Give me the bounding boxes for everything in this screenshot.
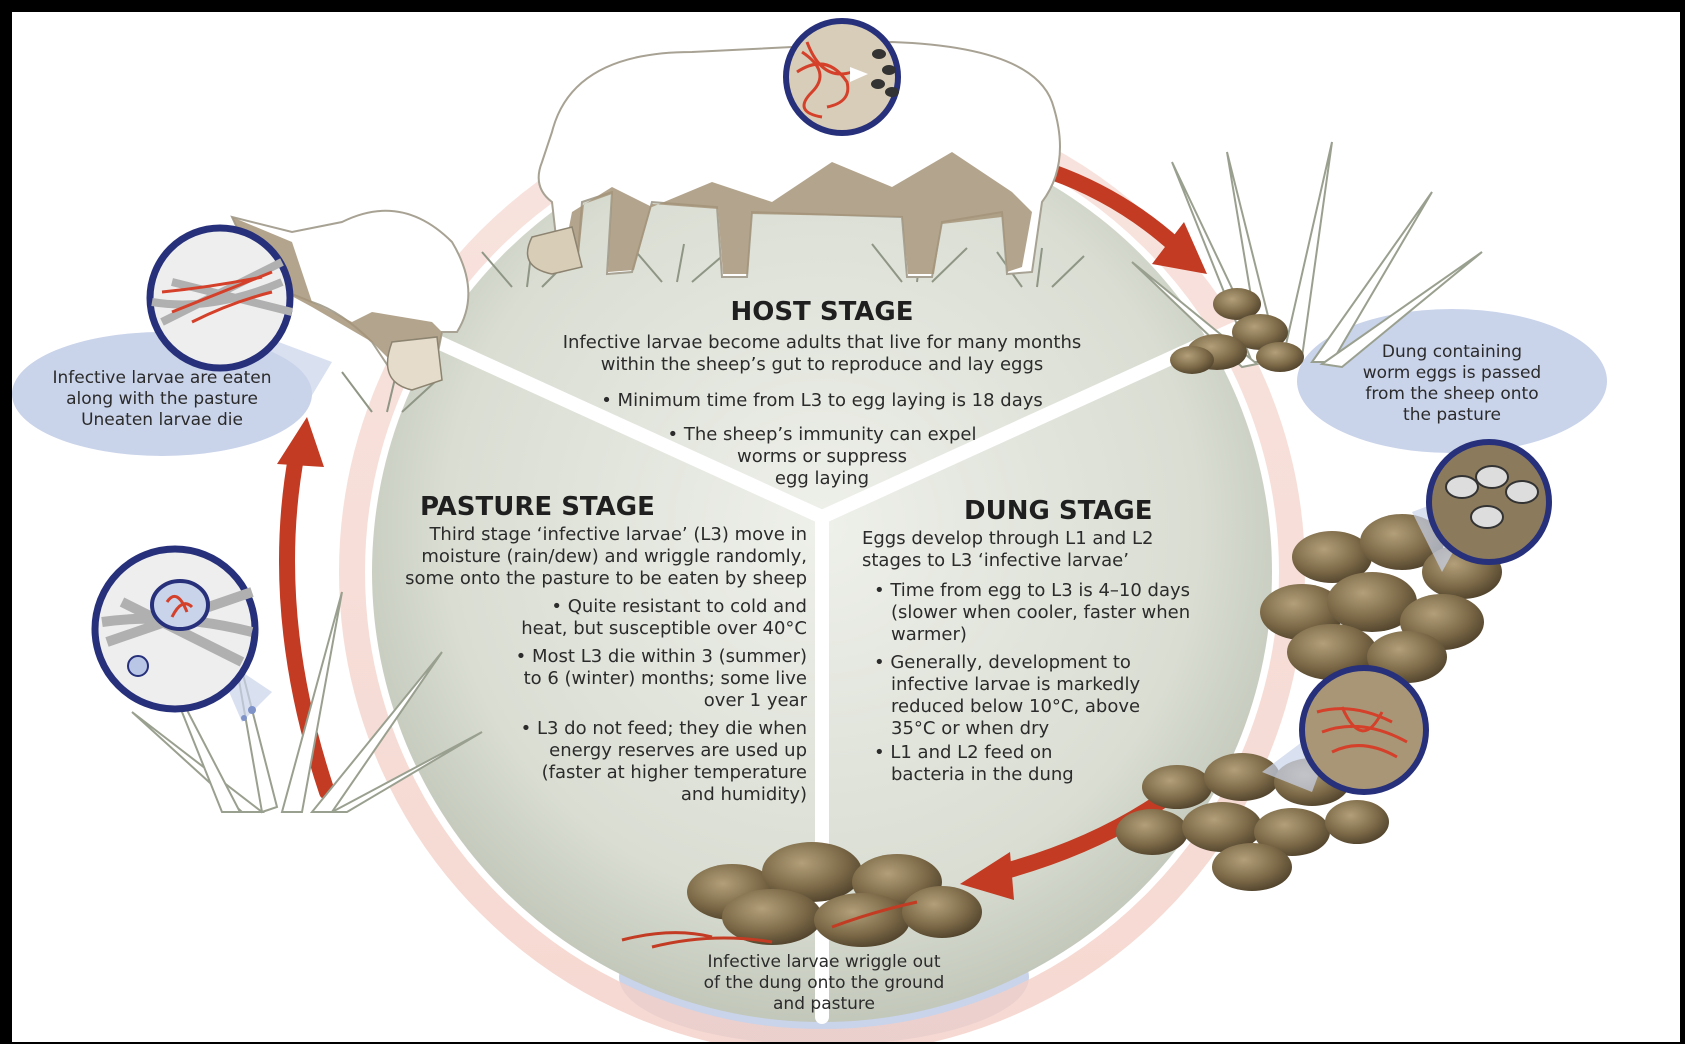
pasture-bullet-2-line-2: to 6 (winter) months; some live <box>402 668 807 690</box>
pasture-intro-line-2: moisture (rain/dew) and wriggle randomly… <box>302 546 807 568</box>
caption-dung-line-4: the pasture <box>1332 405 1572 426</box>
dung-bullet-3: • L1 and L2 feed on bacteria in the dung <box>874 742 1274 786</box>
pasture-bullet-2-line-1: • Most L3 die within 3 (summer) <box>402 646 807 668</box>
dung-stage-heading: DUNG STAGE <box>964 496 1153 526</box>
pasture-bullet-3-line-2: energy reserves are used up <box>402 740 807 762</box>
host-stage-intro: Infective larvae become adults that live… <box>492 332 1152 376</box>
pasture-intro-line-1: Third stage ‘infective larvae’ (L3) move… <box>302 524 807 546</box>
pasture-bullet-1-line-2: heat, but susceptible over 40°C <box>402 618 807 640</box>
caption-wriggle-line-1: Infective larvae wriggle out <box>654 952 994 973</box>
dung-bullet-3-line-1: • L1 and L2 feed on <box>874 742 1274 764</box>
host-intro-line-1: Infective larvae become adults that live… <box>492 332 1152 354</box>
worms-to-eggs-magnifier-icon <box>786 21 899 133</box>
dung-intro-line-1: Eggs develop through L1 and L2 <box>862 528 1282 550</box>
dung-bullet-3-line-2: bacteria in the dung <box>874 764 1274 786</box>
dung-intro-line-2: stages to L3 ‘infective larvae’ <box>862 550 1282 572</box>
caption-eaten-line-2: along with the pasture <box>22 389 302 410</box>
caption-wriggle-line-3: and pasture <box>654 994 994 1015</box>
pasture-bullet-2-line-3: over 1 year <box>402 690 807 712</box>
dung-bullet-1-line-2: (slower when cooler, faster when <box>874 602 1274 624</box>
pasture-stage-intro: Third stage ‘infective larvae’ (L3) move… <box>302 524 807 590</box>
pasture-bullet-3: • L3 do not feed; they die when energy r… <box>402 718 807 806</box>
pasture-stage-heading: PASTURE STAGE <box>420 492 655 522</box>
host-bullet-2-line-1: • The sheep’s immunity can expel <box>592 424 1052 446</box>
dung-bullet-1-line-3: warmer) <box>874 624 1274 646</box>
dung-bullet-2-line-3: reduced below 10°C, above <box>874 696 1274 718</box>
caption-dung-line-1: Dung containing <box>1332 342 1572 363</box>
host-stage-heading: HOST STAGE <box>622 297 1022 327</box>
pasture-bullet-2: • Most L3 die within 3 (summer) to 6 (wi… <box>402 646 807 712</box>
pasture-intro-line-3: some onto the pasture to be eaten by she… <box>302 568 807 590</box>
dung-bullet-2-line-2: infective larvae is markedly <box>874 674 1274 696</box>
caption-dung-passed: Dung containing worm eggs is passed from… <box>1332 342 1572 426</box>
pasture-bullet-3-line-1: • L3 do not feed; they die when <box>402 718 807 740</box>
pasture-bullet-1-line-1: • Quite resistant to cold and <box>402 596 807 618</box>
host-bullet-1: • Minimum time from L3 to egg laying is … <box>492 390 1152 412</box>
host-intro-line-2: within the sheep’s gut to reproduce and … <box>492 354 1152 376</box>
dung-bullet-2: • Generally, development to infective la… <box>874 652 1274 740</box>
pasture-bullet-3-line-3: (faster at higher temperature <box>402 762 807 784</box>
caption-wriggle-line-2: of the dung onto the ground <box>654 973 994 994</box>
host-bullet-2-line-2: worms or suppress <box>592 446 1052 468</box>
caption-larvae-wriggle: Infective larvae wriggle out of the dung… <box>654 952 994 1015</box>
host-bullet-2: • The sheep’s immunity can expel worms o… <box>592 424 1052 490</box>
lifecycle-diagram: HOST STAGE Infective larvae become adult… <box>12 12 1680 1042</box>
dung-bullet-2-line-4: 35°C or when dry <box>874 718 1274 740</box>
dung-bullet-1: • Time from egg to L3 is 4–10 days (slow… <box>874 580 1274 646</box>
larvae-in-dewdrop-magnifier-icon <box>95 549 272 722</box>
pasture-bullet-3-line-4: and humidity) <box>402 784 807 806</box>
host-bullet-2-line-3: egg laying <box>592 468 1052 490</box>
caption-eaten-line-3: Uneaten larvae die <box>22 410 302 431</box>
caption-dung-line-3: from the sheep onto <box>1332 384 1572 405</box>
dung-bullet-2-line-1: • Generally, development to <box>874 652 1274 674</box>
pasture-bullet-1: • Quite resistant to cold and heat, but … <box>402 596 807 640</box>
caption-eaten-line-1: Infective larvae are eaten <box>22 368 302 389</box>
eggs-magnifier-icon <box>1412 442 1549 572</box>
dung-stage-intro: Eggs develop through L1 and L2 stages to… <box>862 528 1282 572</box>
dung-bullet-1-line-1: • Time from egg to L3 is 4–10 days <box>874 580 1274 602</box>
caption-dung-line-2: worm eggs is passed <box>1332 363 1572 384</box>
caption-larvae-eaten: Infective larvae are eaten along with th… <box>22 368 302 431</box>
diagram-artwork <box>12 12 1680 1042</box>
